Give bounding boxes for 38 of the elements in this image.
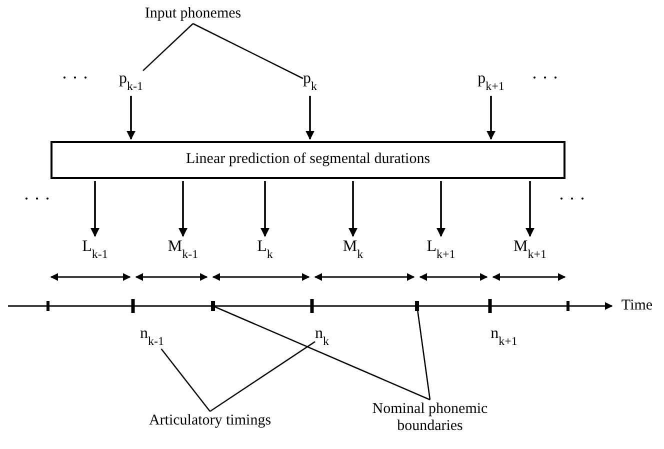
- ellipsis: · · ·: [532, 68, 558, 88]
- node-label: M$_{k-1}$: [168, 238, 198, 262]
- node-label: n$_{k}$: [315, 325, 329, 349]
- arrow: [126, 96, 136, 140]
- node-label: L$_{k+1}$: [426, 238, 456, 262]
- arrow: [306, 96, 314, 140]
- arrow: [436, 181, 446, 237]
- node-label: L$_{k-1}$: [82, 238, 108, 262]
- ellipsis: · · ·: [558, 188, 586, 210]
- arrow: [526, 181, 534, 237]
- node-label: Nominal phonemic boundaries: [350, 400, 510, 436]
- node-label: p$_{k-1}$: [119, 70, 143, 94]
- leader-line: [192, 23, 304, 80]
- node-label: n$_{k+1}$: [490, 325, 518, 349]
- axis-label: Time: [621, 298, 653, 314]
- leader-line: [417, 310, 431, 400]
- node-label: Articulatory timings: [148, 412, 272, 430]
- arrow: [178, 181, 188, 237]
- ellipsis: · · ·: [62, 68, 88, 88]
- arrow: [90, 181, 100, 237]
- process-box: Linear prediction of segmental durations: [50, 141, 566, 179]
- node-label: M$_{k+1}$: [514, 238, 546, 262]
- node-label: M$_{k}$: [342, 238, 364, 262]
- leader-line: [214, 306, 430, 400]
- ellipsis: · · ·: [24, 188, 50, 210]
- node-label: L$_{k}$: [257, 238, 273, 262]
- node-label: p$_{k}$: [303, 70, 317, 94]
- tick-mark: [415, 301, 419, 311]
- node-label: p$_{k+1}$: [478, 70, 504, 94]
- arrow: [348, 181, 358, 237]
- leader-line: [210, 341, 316, 412]
- tick-mark: [211, 301, 215, 311]
- arrow: [260, 181, 270, 237]
- leader-line: [142, 23, 194, 72]
- arrow: [486, 96, 496, 140]
- leader-line: [160, 348, 211, 412]
- node-label: Input phonemes: [144, 5, 242, 23]
- node-label: n$_{k-1}$: [140, 325, 164, 349]
